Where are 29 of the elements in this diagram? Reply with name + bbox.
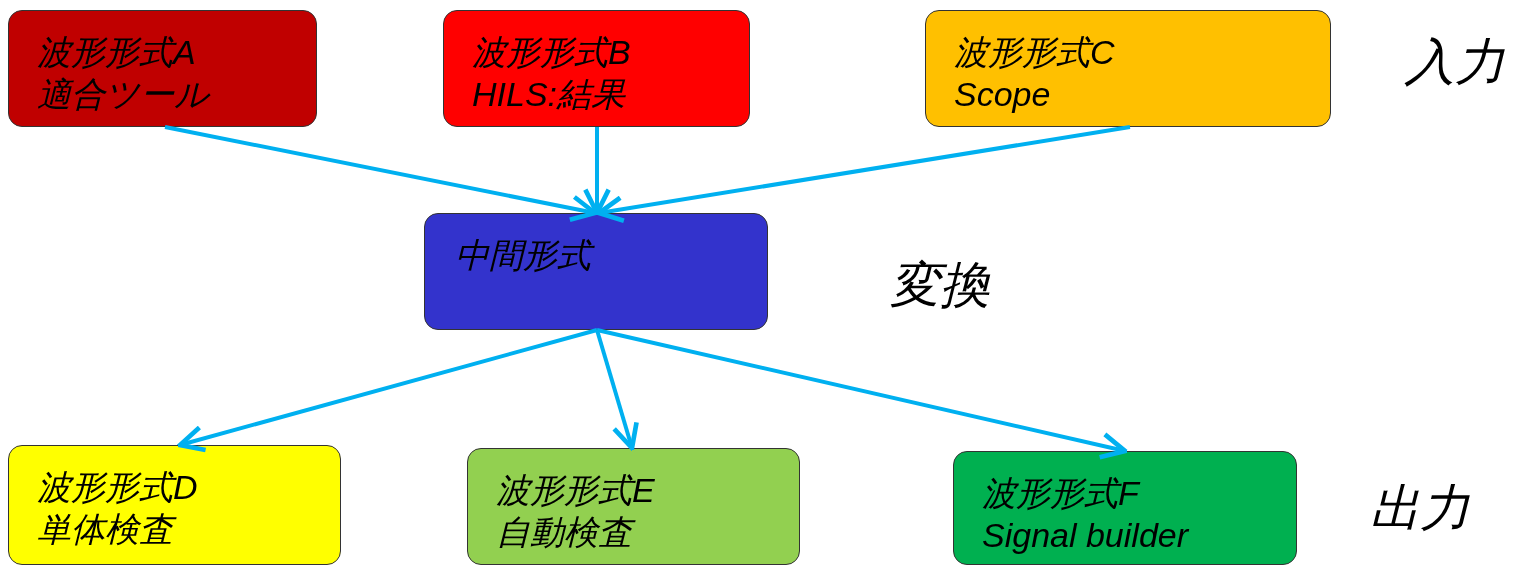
box-text: Scope xyxy=(954,74,1052,115)
arrow xyxy=(177,328,598,453)
process-box xyxy=(8,445,341,565)
process-box xyxy=(424,213,768,330)
arrow xyxy=(596,328,1128,460)
box-text: Signal builder xyxy=(982,515,1190,556)
process-box xyxy=(8,10,317,127)
arrow xyxy=(596,125,1131,224)
stage-label: 出力 xyxy=(1370,479,1470,538)
box-text: 波形形式D xyxy=(37,467,199,508)
stage-label: 入力 xyxy=(1405,33,1505,92)
arrow xyxy=(164,125,598,223)
process-box xyxy=(925,10,1331,127)
box-text: 波形形式F xyxy=(982,473,1142,514)
box-text: HILS:結果 xyxy=(472,74,627,115)
process-box xyxy=(467,448,800,565)
box-text: 単体検査 xyxy=(37,508,340,550)
box-text: 適合ツール xyxy=(37,74,212,115)
process-box xyxy=(443,10,750,127)
arrow xyxy=(595,329,639,451)
box-text: 中間形式 xyxy=(455,234,767,276)
box-text: 波形形式E xyxy=(496,470,656,511)
box-text: 波形形式B xyxy=(472,32,632,73)
box-text: 自動検査 xyxy=(496,511,799,553)
arrow xyxy=(583,127,611,216)
box-text: 波形形式A xyxy=(37,32,197,73)
box-text: 波形形式C xyxy=(954,32,1116,73)
process-box xyxy=(953,451,1297,565)
stage-label: 変換 xyxy=(890,256,990,315)
